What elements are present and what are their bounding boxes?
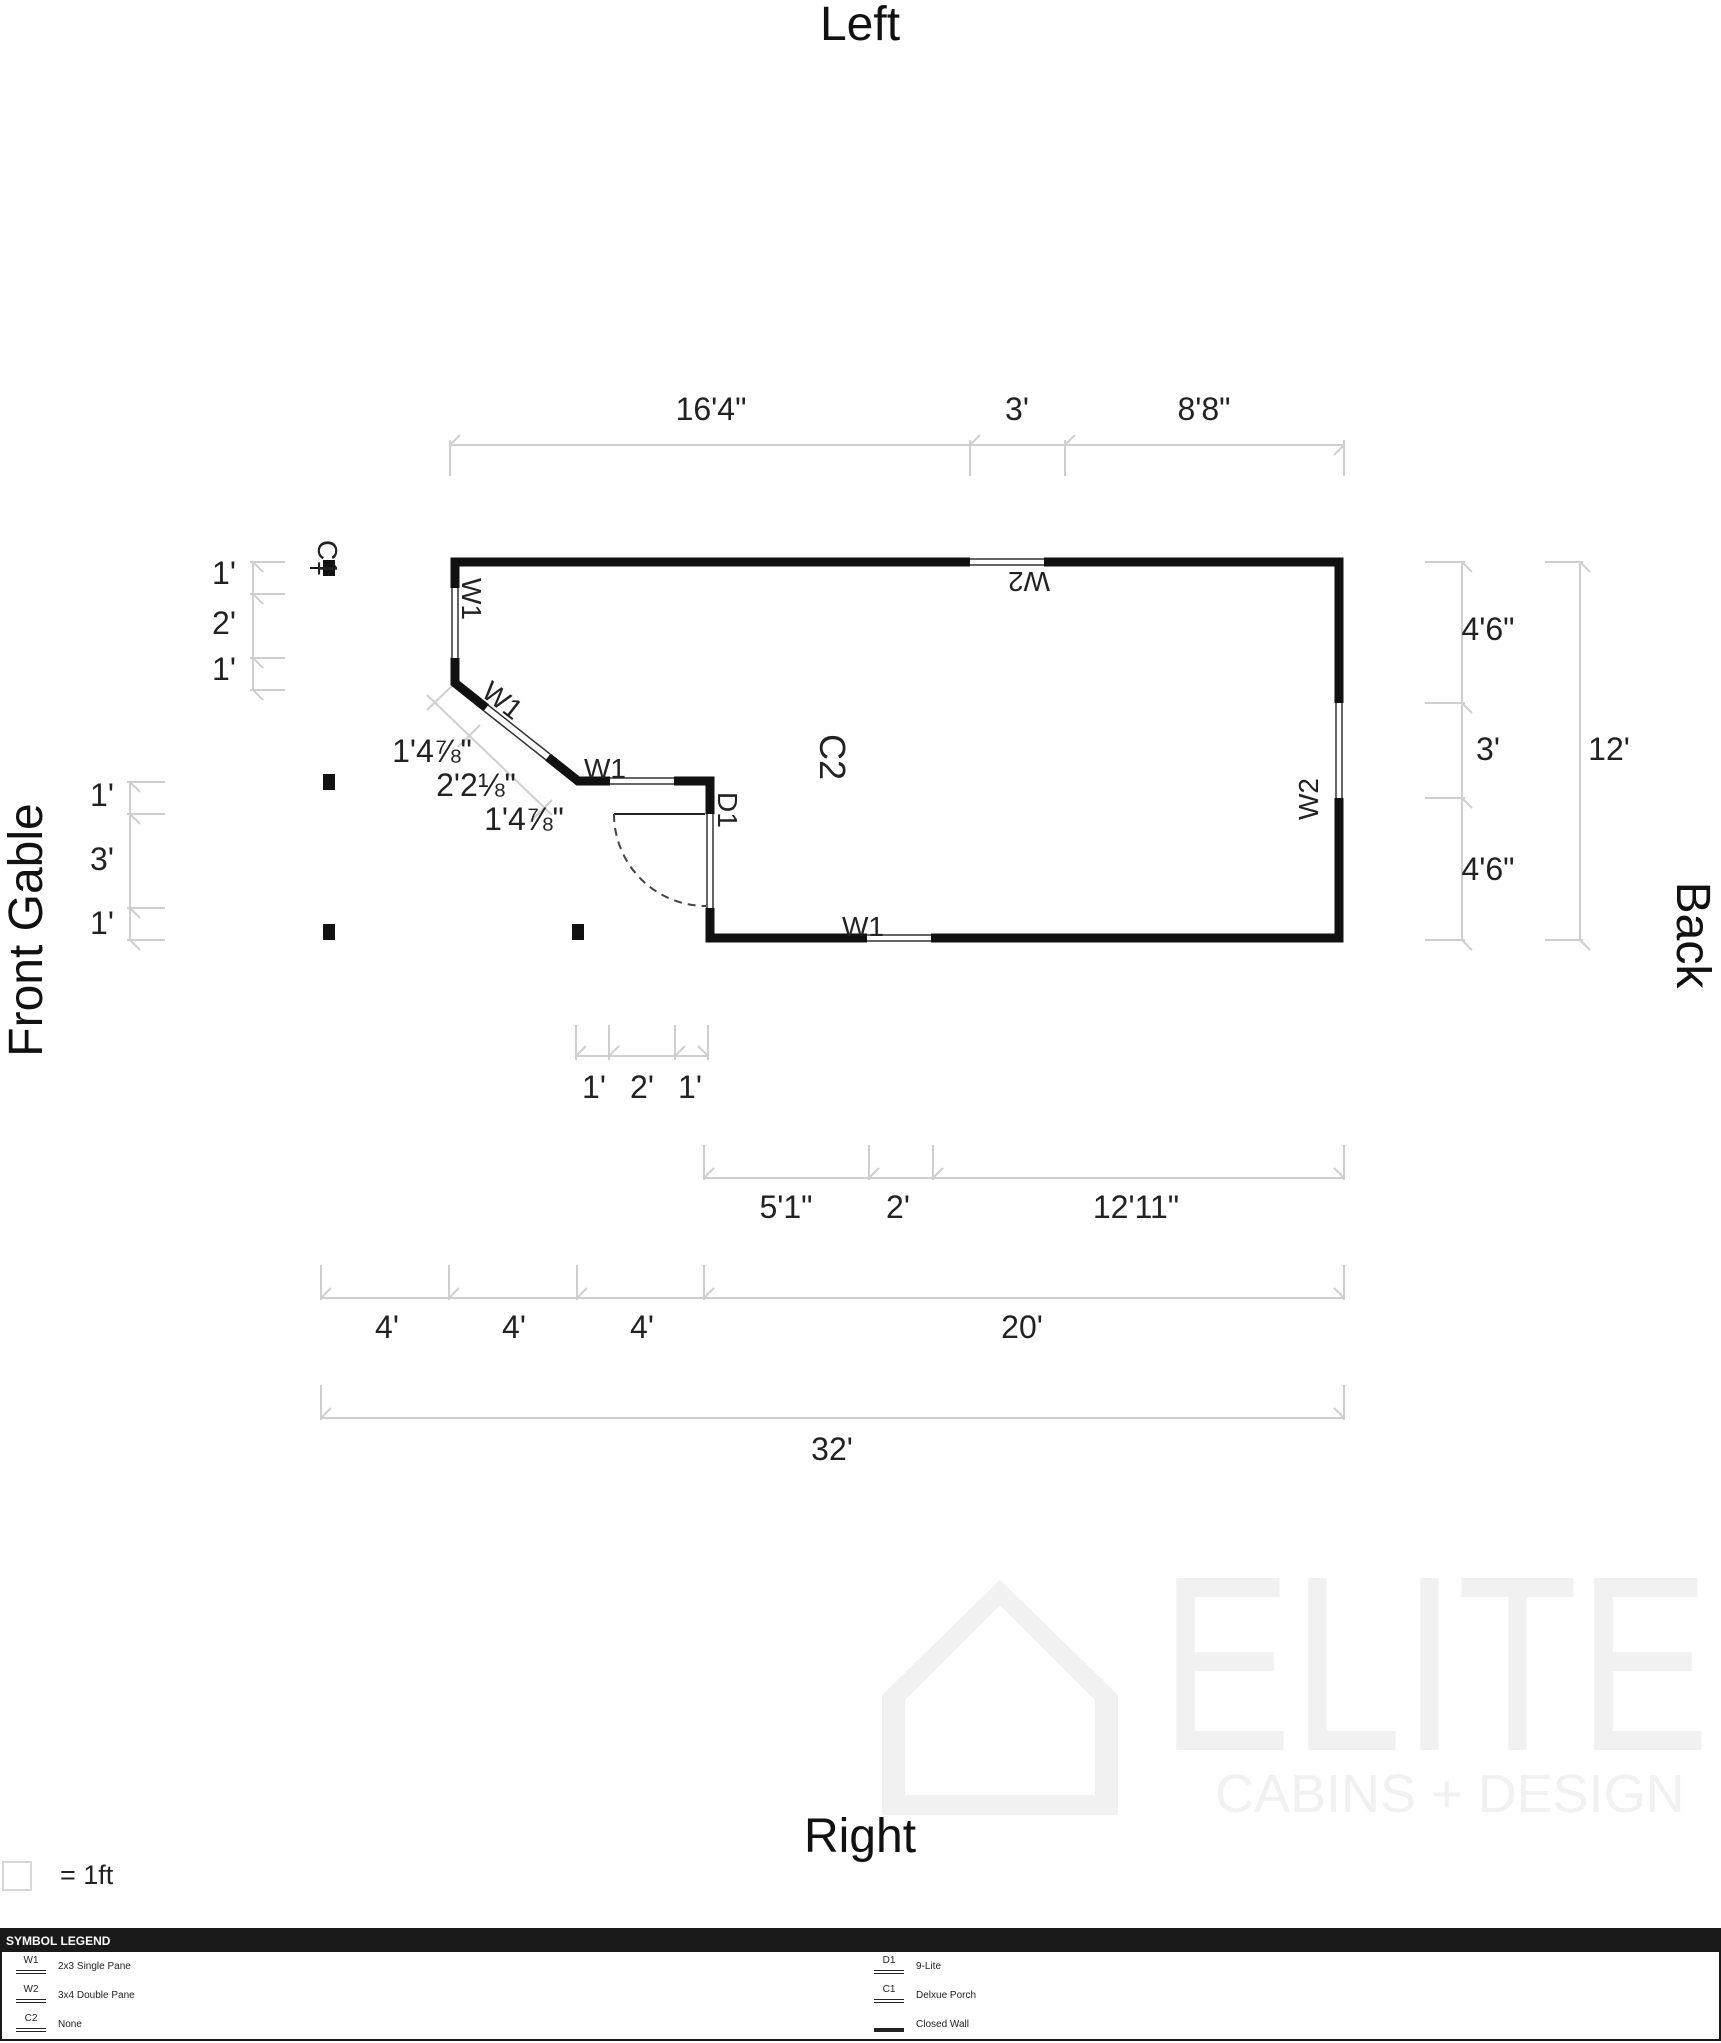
- dim-overall: 32': [811, 1431, 853, 1467]
- wall-label-angled-w1: W1: [476, 675, 528, 725]
- dim-left-upper-b: 2': [212, 605, 236, 641]
- dim-bottom1-b: 2': [886, 1189, 910, 1225]
- dim-door-a: 1': [582, 1069, 606, 1105]
- dim-left-upper-c: 1': [212, 651, 236, 687]
- dim-left-lower-c: 1': [90, 905, 114, 941]
- legend-item-name: 2x3 Single Pane: [58, 1961, 131, 1972]
- closed-wall-symbol-icon: [872, 2013, 906, 2037]
- scale-square-icon: [2, 1860, 32, 1891]
- exterior-wall: [450, 557, 1344, 943]
- porch-symbol-icon: C1: [872, 1984, 906, 2008]
- dim-right-c: 4'6": [1461, 851, 1514, 887]
- legend-item-name: 3x4 Double Pane: [58, 1990, 135, 2001]
- opening-angled-w1: [482, 704, 552, 761]
- dimension-lines: [127, 434, 1591, 1420]
- dim-right-a: 4'6": [1461, 611, 1514, 647]
- opening-door-d1: [613, 813, 715, 908]
- opening-right-w2: [1334, 703, 1344, 798]
- side-label-top: Left: [820, 0, 900, 51]
- watermark-tagline: CABINS + DESIGN: [1215, 1764, 1685, 1824]
- watermark-brand: ELITE: [1160, 1524, 1710, 1803]
- scale-indicator: = 1ft: [2, 1860, 113, 1891]
- door-symbol-icon: D1: [872, 1955, 906, 1979]
- window-symbol-icon: W2: [14, 1984, 48, 2008]
- dim-angled-c: 1'4⅞": [484, 801, 564, 837]
- side-label-right: Back: [1666, 882, 1719, 990]
- wall-label-right-w2: W2: [1293, 778, 1324, 820]
- legend-item: D1 9-Lite: [860, 1952, 1718, 1981]
- legend-title: SYMBOL LEGEND: [2, 1930, 1719, 1952]
- legend-item: W1 2x3 Single Pane: [2, 1952, 860, 1981]
- wall-label-left-w1: W1: [456, 578, 487, 620]
- dim-door-c: 1': [678, 1069, 702, 1105]
- watermark: ELITE CABINS + DESIGN: [882, 1524, 1710, 1824]
- dim-door-b: 2': [630, 1069, 654, 1105]
- legend-item: C1 Delxue Porch: [860, 1981, 1718, 2010]
- legend-item: Closed Wall: [860, 2010, 1718, 2039]
- legend-item-name: 9-Lite: [916, 1961, 942, 1972]
- wall-label-bottom-w1: W1: [842, 911, 884, 942]
- dim-left-lower-b: 3': [90, 841, 114, 877]
- wall-label-door-d1: D1: [712, 792, 743, 828]
- dim-top-a: 16'4": [676, 391, 747, 427]
- door-swing-arc: [613, 813, 707, 907]
- scale-label: = 1ft: [60, 1860, 114, 1890]
- dim-bottom1-a: 5'1": [759, 1189, 812, 1225]
- porch-post: [572, 924, 584, 940]
- wall-label-inner-w1: W1: [584, 753, 626, 784]
- dim-left-upper-a: 1': [212, 555, 236, 591]
- dim-top-b: 3': [1005, 391, 1029, 427]
- legend-item-name: Delxue Porch: [916, 1990, 977, 2001]
- wall-label-top-w2: W2: [1008, 566, 1050, 597]
- room-label: C2: [812, 734, 853, 780]
- post-label-c1: C1: [312, 540, 343, 576]
- side-label-bottom: Right: [804, 1810, 916, 1863]
- dim-right-total: 12': [1588, 731, 1630, 767]
- dim-bottom2-a: 4': [375, 1309, 399, 1345]
- legend-item: W2 3x4 Double Pane: [2, 1981, 860, 2010]
- dim-left-lower-a: 1': [90, 777, 114, 813]
- floor-plan: ELITE CABINS + DESIGN Left Right Front G…: [0, 0, 1719, 1863]
- dim-top-c: 8'8": [1177, 391, 1230, 427]
- dim-bottom2-d: 20': [1001, 1309, 1043, 1345]
- legend-item-name: Closed Wall: [916, 2019, 969, 2030]
- opening-inner-w1: [610, 776, 674, 786]
- porch-post: [323, 774, 335, 790]
- symbol-legend: SYMBOL LEGEND W1 2x3 Single Pane D1 9-Li…: [0, 1928, 1721, 2041]
- legend-item: C2 None: [2, 2010, 860, 2039]
- legend-item-name: None: [58, 2019, 82, 2030]
- house-logo-icon: [882, 1580, 1118, 1815]
- dim-bottom2-b: 4': [502, 1309, 526, 1345]
- porch-post: [323, 924, 335, 940]
- side-label-left: Front Gable: [0, 803, 53, 1056]
- opening-top-w2: [970, 557, 1044, 567]
- window-symbol-icon: W1: [14, 1955, 48, 1979]
- porch-symbol-icon: C2: [14, 2013, 48, 2037]
- dim-bottom2-c: 4': [630, 1309, 654, 1345]
- dim-angled-a: 1'4⅞": [392, 733, 472, 769]
- dim-right-b: 3': [1476, 731, 1500, 767]
- opening-bottom-w1: [867, 933, 931, 943]
- opening-left-w1: [450, 588, 460, 658]
- dim-bottom1-c: 12'11": [1093, 1189, 1179, 1225]
- dim-angled-b: 2'2⅛": [436, 767, 516, 803]
- porch-post: [323, 560, 335, 576]
